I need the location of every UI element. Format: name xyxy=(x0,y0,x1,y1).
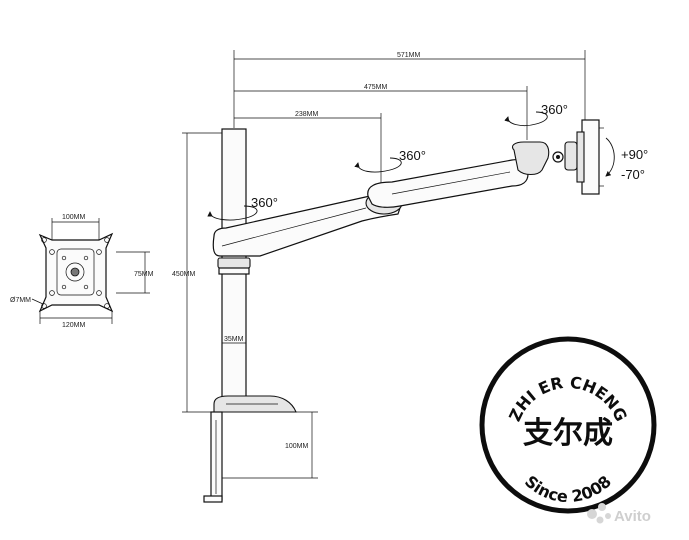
rotation-pole-label: 360° xyxy=(251,195,278,210)
rotation-arrow-pole xyxy=(207,205,258,221)
top-dimension-lines xyxy=(233,50,586,185)
plate-width-100-label: 100MM xyxy=(62,214,86,221)
pole xyxy=(217,128,251,411)
dim-475-label: 475MM xyxy=(364,84,388,91)
rotation-arrow-arm-joint xyxy=(354,157,402,173)
dim-450-label: 450MM xyxy=(172,271,196,278)
plate-dimension-lines xyxy=(31,218,150,324)
stamp-chinese-text: 支尔成 xyxy=(523,416,613,451)
rotation-head-label: 360° xyxy=(541,102,568,117)
rotation-arrow-head xyxy=(504,111,548,127)
vesa-plate xyxy=(38,232,114,313)
tilt-arrow xyxy=(605,137,615,177)
plate-hole-label: Ø7MM xyxy=(10,297,31,304)
dim-35-label: 35MM xyxy=(224,336,244,343)
company-stamp: ZHI ER CHENG 支尔成 Since 2008 xyxy=(479,336,657,514)
arm-head xyxy=(511,141,578,176)
tilt-up-label: +90° xyxy=(621,147,648,162)
rotation-arm-joint-label: 360° xyxy=(399,148,426,163)
upper-arm xyxy=(367,159,529,208)
dim-100-label: 100MM xyxy=(285,443,309,450)
stamp-bottom-text: Since 2008 xyxy=(521,472,615,507)
desk-clamp xyxy=(203,395,297,503)
tilt-down-label: -70° xyxy=(621,167,645,182)
dim-238-label: 238MM xyxy=(295,111,319,118)
plate-height-75-label: 75MM xyxy=(134,271,154,278)
plate-width-120-label: 120MM xyxy=(62,322,86,329)
clamp-dimension-lines xyxy=(222,411,318,479)
avito-watermark: Avito xyxy=(587,503,651,525)
watermark-text: Avito xyxy=(614,508,651,525)
dim-571-label: 571MM xyxy=(397,52,421,59)
monitor-plate-side xyxy=(576,119,604,195)
